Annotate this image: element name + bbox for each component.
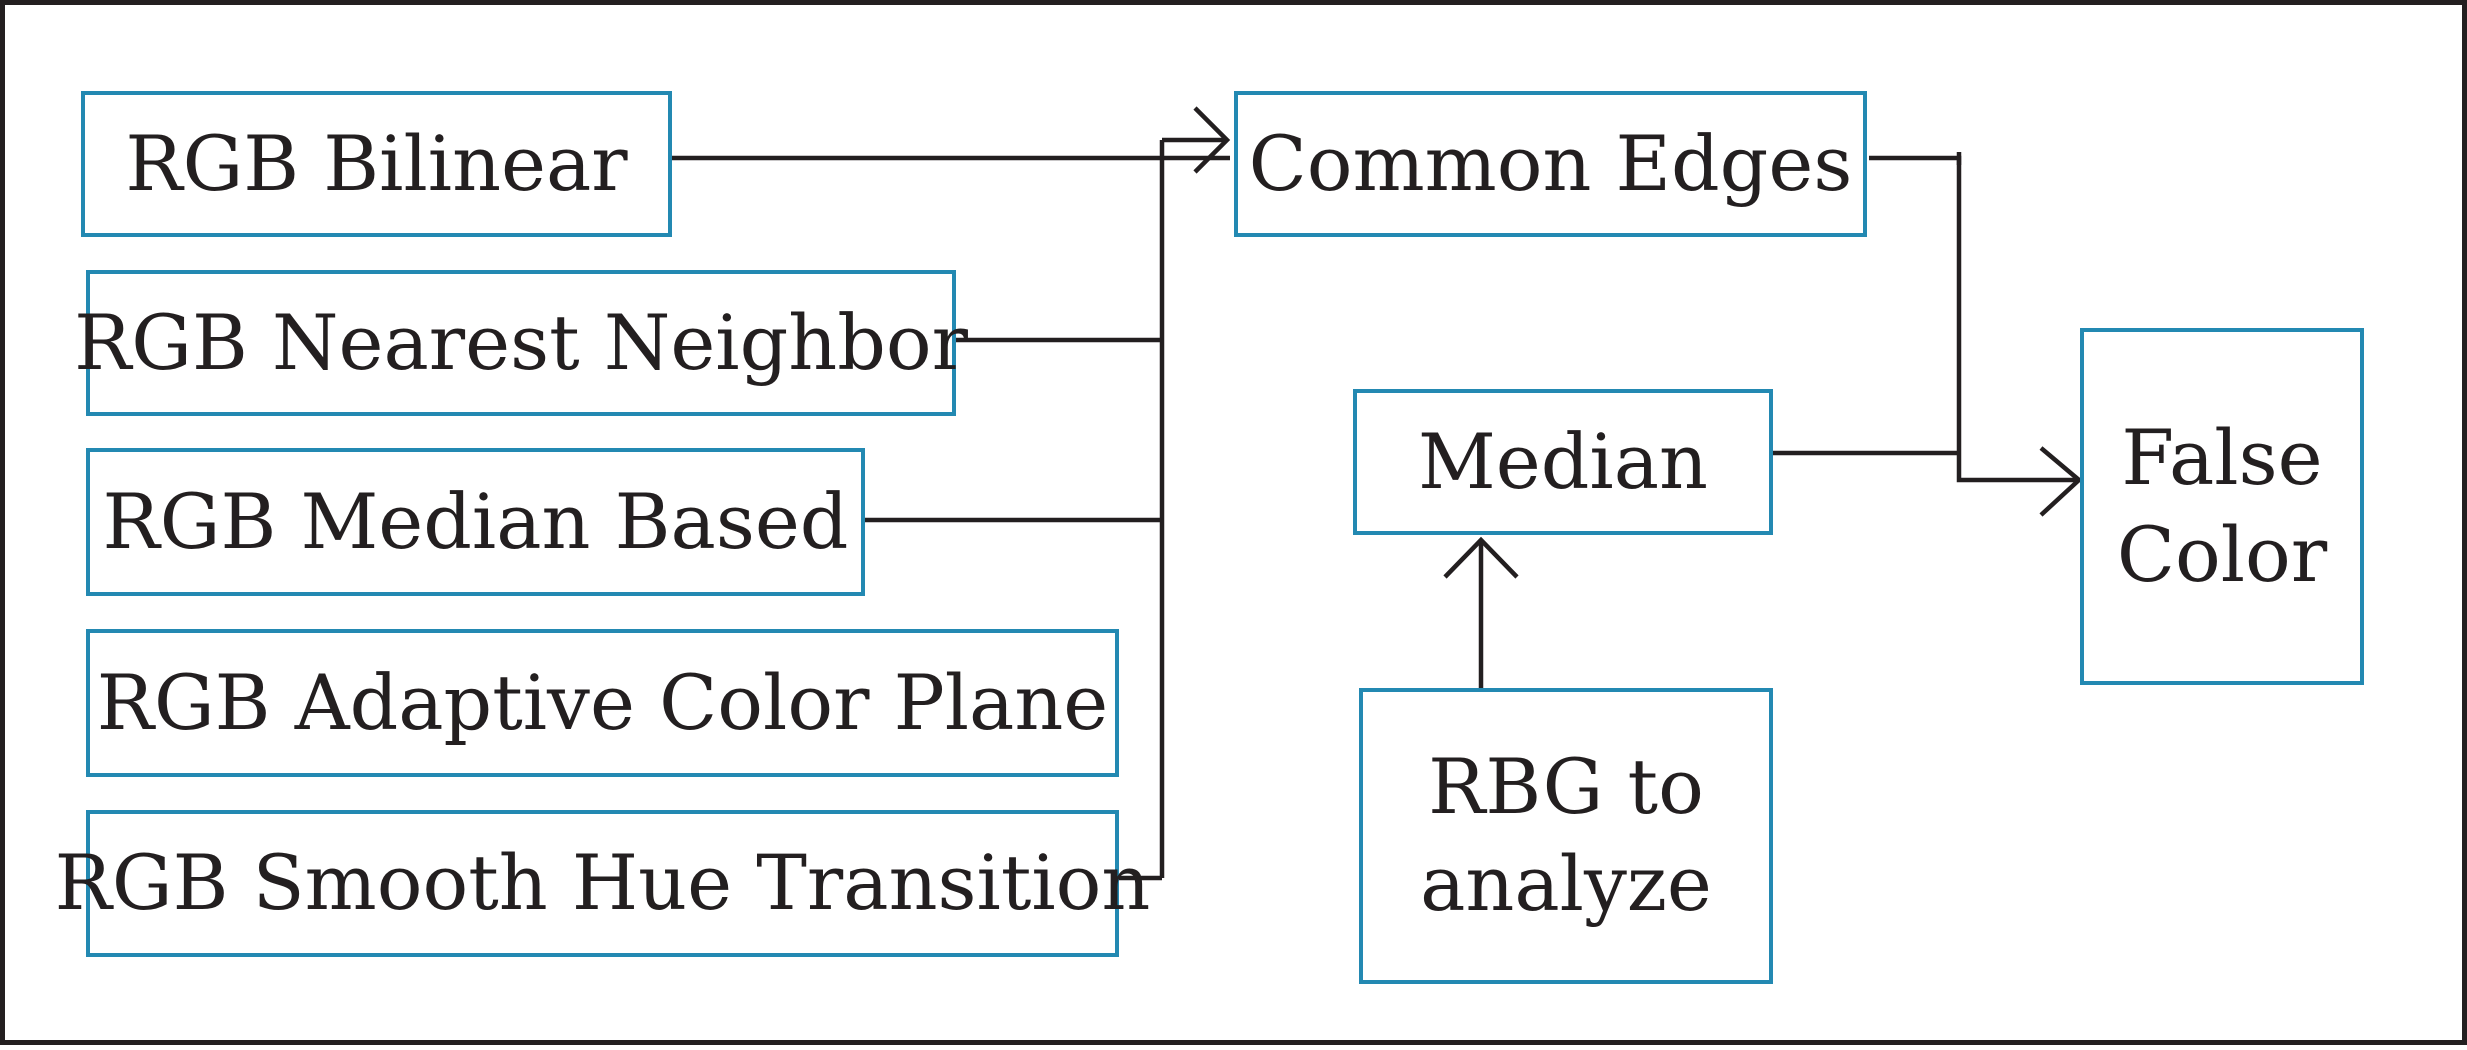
box-rgb-bilinear: RGB Bilinear [81,91,672,237]
arrowhead-false-color [2039,446,2083,517]
arrowhead-common-edges [1193,106,1231,174]
label-rbg-to-analyze-line2: analyze [1420,839,1712,928]
box-common-edges: Common Edges [1234,91,1867,237]
box-median: Median [1353,389,1773,535]
label-rgb-nearest-neighbor: RGB Nearest Neighbor [74,297,968,387]
label-rgb-adaptive-color-plane: RGB Adaptive Color Plane [96,657,1109,747]
box-rgb-nearest-neighbor: RGB Nearest Neighbor [74,270,968,416]
box-rgb-smooth-hue-transition: RGB Smooth Hue Transition [55,810,1150,957]
connector-common-edges-to-false-color [1869,155,2079,483]
box-rgb-median-based: RGB Median Based [86,448,865,596]
label-false-color-line1: False [2121,412,2323,502]
box-rbg-to-analyze: RBG to analyze [1359,688,1773,984]
box-false-color: False Color [2080,328,2364,685]
label-rgb-median-based: RGB Median Based [102,476,849,566]
arrowhead-median [1443,536,1519,579]
label-rgb-bilinear: RGB Bilinear [125,118,628,208]
box-rgb-adaptive-color-plane: RGB Adaptive Color Plane [86,629,1119,777]
connector-layer [670,106,2083,881]
label-rgb-smooth-hue-transition: RGB Smooth Hue Transition [54,838,1151,928]
label-false-color-line2: Color [2116,509,2328,599]
label-common-edges: Common Edges [1248,118,1853,208]
label-median: Median [1417,416,1708,506]
label-rbg-to-analyze-line1: RBG to [1428,742,1704,832]
